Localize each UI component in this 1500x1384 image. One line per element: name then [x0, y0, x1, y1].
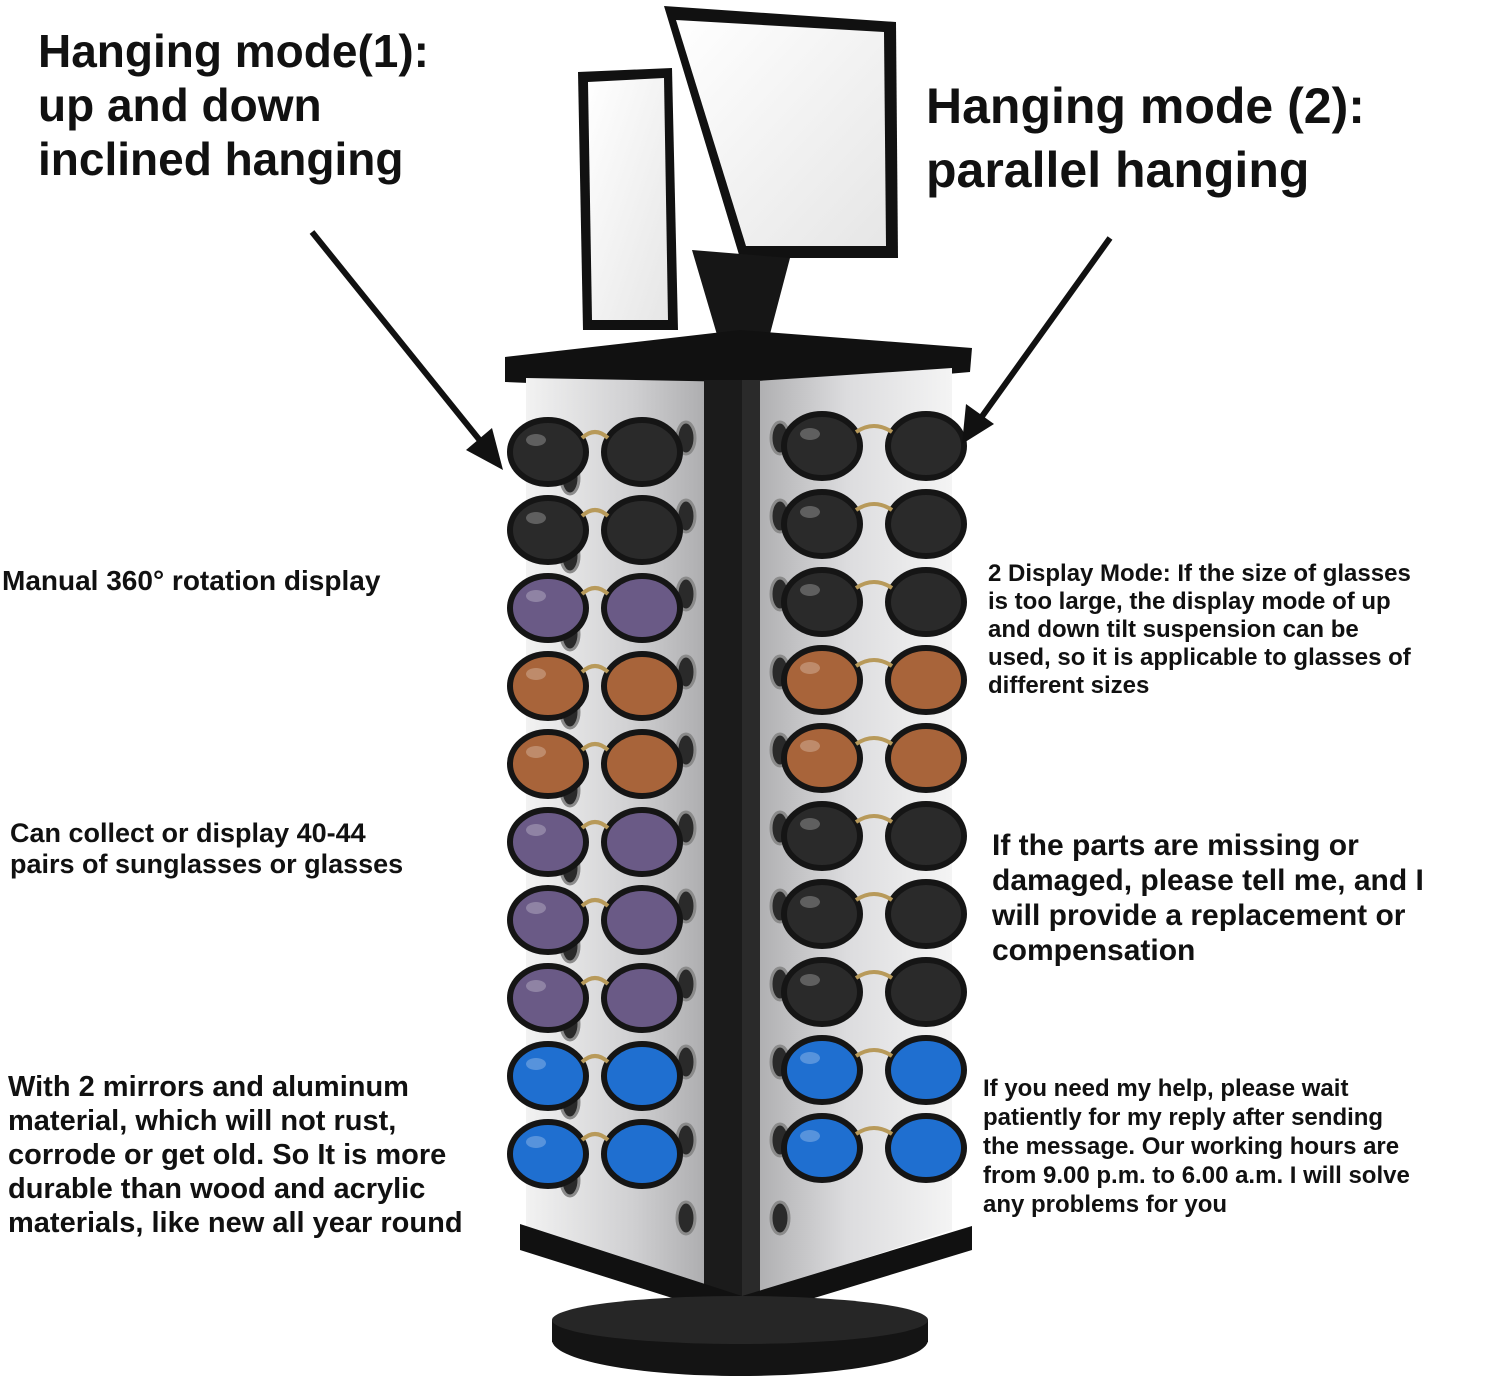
sunglasses-pair [781, 1035, 967, 1105]
parts-line-2: damaged, please tell me, and I [992, 864, 1424, 897]
display-mode-line-5: different sizes [988, 672, 1150, 699]
parts-line-3: will provide a replacement or [992, 899, 1406, 932]
parts-label: If the parts are missing or damaged, ple… [992, 828, 1424, 968]
rotation-text: Manual 360° rotation display [2, 565, 381, 596]
material-line-3: corrode or get old. So It is more [8, 1139, 447, 1171]
display-mode-line-4: used, so it is applicable to glasses of [988, 644, 1411, 671]
display-mode-label: 2 Display Mode: If the size of glasses i… [988, 560, 1411, 700]
center-edge [704, 380, 742, 1298]
sunglasses-pair [507, 963, 683, 1033]
sunglasses-pair [781, 411, 967, 481]
capacity-line-2: pairs of sunglasses or glasses [10, 849, 404, 879]
rotation-label: Manual 360° rotation display [2, 565, 380, 596]
parts-line-4: compensation [992, 934, 1196, 967]
material-line-1: With 2 mirrors and aluminum [8, 1071, 409, 1103]
sunglasses-pair [781, 567, 967, 637]
arrow-right [962, 236, 1113, 444]
capacity-label: Can collect or display 40-44 pairs of su… [10, 818, 403, 880]
sunglasses-pair [507, 807, 683, 877]
sunglasses-pair [507, 417, 683, 487]
material-line-4: durable than wood and acrylic [8, 1173, 426, 1205]
sunglasses-pair [781, 957, 967, 1027]
hanging-hole [769, 1200, 791, 1236]
display-mode-line-3: and down tilt suspension can be [988, 616, 1359, 643]
mode1-line-2: up and down [38, 79, 322, 131]
sunglasses-pair [507, 1041, 683, 1111]
parts-line-1: If the parts are missing or [992, 829, 1359, 862]
sunglasses-pair [781, 879, 967, 949]
help-line-2: patiently for my reply after sending [983, 1104, 1384, 1131]
help-line-3: the message. Our working hours are [983, 1133, 1400, 1160]
mode2-label: Hanging mode (2): parallel hanging [926, 74, 1365, 202]
sunglasses-pair [781, 645, 967, 715]
display-mode-line-1: 2 Display Mode: If the size of glasses [988, 560, 1411, 587]
sunglasses-pair [781, 489, 967, 559]
material-line-2: material, which will not rust, [8, 1105, 397, 1137]
sunglasses-pair [781, 1113, 967, 1183]
sunglasses-pair [507, 651, 683, 721]
sunglasses-pair [781, 801, 967, 871]
mode1-line-3: inclined hanging [38, 133, 404, 185]
sunglasses-pair [507, 1119, 683, 1189]
mirrors [578, 6, 898, 372]
sunglasses-pair [507, 885, 683, 955]
hanging-hole [675, 1200, 697, 1236]
sunglasses-pair [781, 723, 967, 793]
mode1-line-1: Hanging mode(1): [38, 25, 429, 77]
arrow-left [309, 230, 503, 470]
help-line-1: If you need my help, please wait [983, 1075, 1349, 1102]
sunglasses-pair [507, 495, 683, 565]
help-line-4: from 9.00 p.m. to 6.00 a.m. I will solve [983, 1162, 1410, 1189]
help-label: If you need my help, please wait patient… [983, 1074, 1410, 1219]
capacity-line-1: Can collect or display 40-44 [10, 818, 366, 848]
mode1-label: Hanging mode(1): up and down inclined ha… [38, 24, 429, 186]
mode2-line-1: Hanging mode (2): [926, 78, 1365, 134]
sunglasses-pair [507, 729, 683, 799]
sunglasses-rows [507, 411, 967, 1189]
material-line-5: materials, like new all year round [8, 1207, 463, 1239]
sunglasses-pair [507, 573, 683, 643]
help-line-5: any problems for you [983, 1191, 1228, 1218]
material-label: With 2 mirrors and aluminum material, wh… [8, 1070, 463, 1240]
mode2-line-2: parallel hanging [926, 142, 1310, 198]
display-mode-line-2: is too large, the display mode of up [988, 588, 1391, 615]
